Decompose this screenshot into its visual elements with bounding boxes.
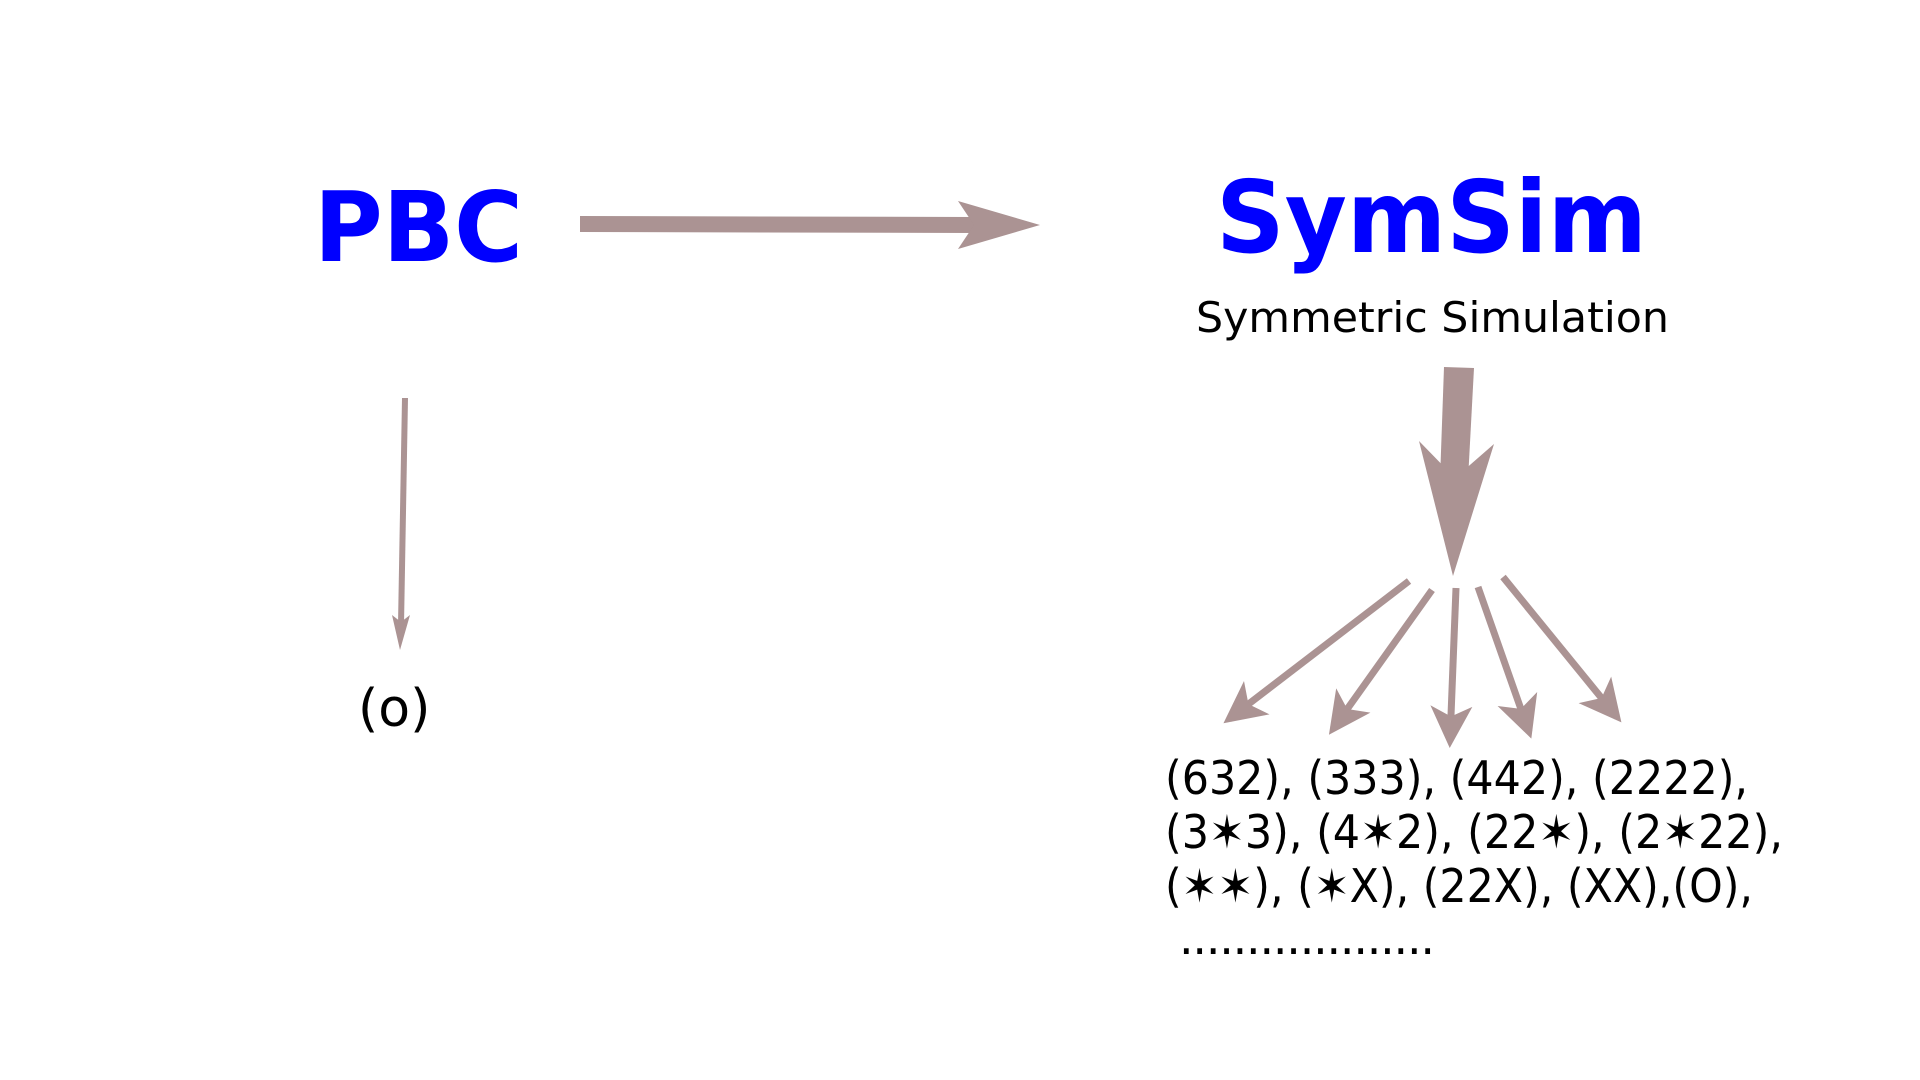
symsim-title: SymSim xyxy=(1216,159,1647,276)
symmetry-line-2: (3✶3), (4✶2), (22✶), (2✶22), xyxy=(1165,805,1783,859)
arrow-pbc-down xyxy=(392,397,410,650)
arrow-symsim-down xyxy=(1419,367,1494,576)
fan-arrow-5 xyxy=(1500,574,1622,723)
pbc-result: (o) xyxy=(358,679,430,739)
fan-arrow-4 xyxy=(1474,585,1538,739)
fan-arrow-1 xyxy=(1223,578,1412,724)
fan-arrow-2 xyxy=(1328,587,1435,735)
fan-arrow-3 xyxy=(1430,587,1473,748)
arrow-pbc-to-symsim xyxy=(580,201,1040,249)
symmetry-list: (632), (333), (442), (2222), (3✶3), (4✶2… xyxy=(1165,751,1783,965)
symmetry-ellipsis: ................... xyxy=(1179,911,1435,965)
fan-arrows xyxy=(1223,574,1622,748)
symmetry-line-3: (✶✶), (✶X), (22X), (XX),(O), xyxy=(1165,859,1753,913)
symsim-subtitle: Symmetric Simulation xyxy=(1196,293,1669,342)
pbc-title: PBC xyxy=(314,171,523,284)
symmetry-line-1: (632), (333), (442), (2222), xyxy=(1165,751,1748,805)
